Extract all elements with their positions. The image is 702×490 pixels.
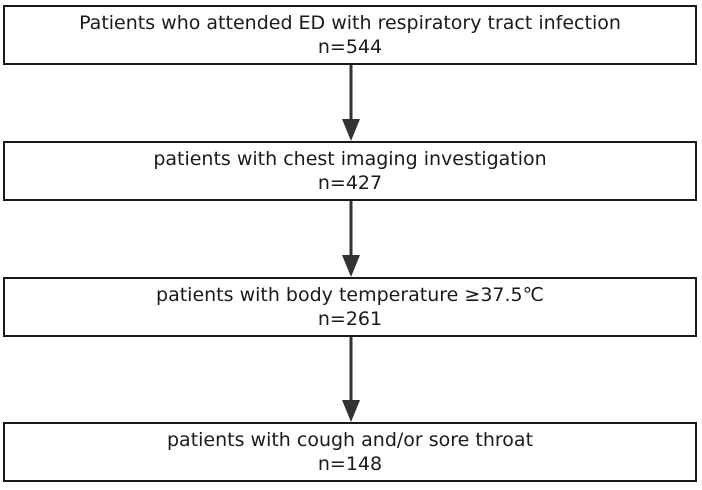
down-arrow-icon [339, 201, 363, 277]
step-count: n=544 [317, 36, 383, 58]
step-label: patients with body temperature ≥37.5℃ [156, 284, 544, 306]
down-arrow-icon [339, 337, 363, 422]
down-arrow-icon [339, 65, 363, 141]
step-label: patients with chest imaging investigatio… [153, 148, 547, 170]
step-label: patients with cough and/or sore throat [166, 429, 534, 451]
step-count: n=427 [317, 172, 383, 194]
step-count: n=261 [317, 308, 383, 330]
step-count: n=148 [317, 453, 383, 475]
flow-step-body-temperature: patients with body temperature ≥37.5℃ n=… [3, 277, 697, 337]
flow-step-cough-sore-throat: patients with cough and/or sore throat n… [3, 422, 697, 482]
flow-step-attended-ed: Patients who attended ED with respirator… [3, 5, 697, 65]
step-label: Patients who attended ED with respirator… [79, 12, 621, 34]
flow-step-chest-imaging: patients with chest imaging investigatio… [3, 141, 697, 201]
